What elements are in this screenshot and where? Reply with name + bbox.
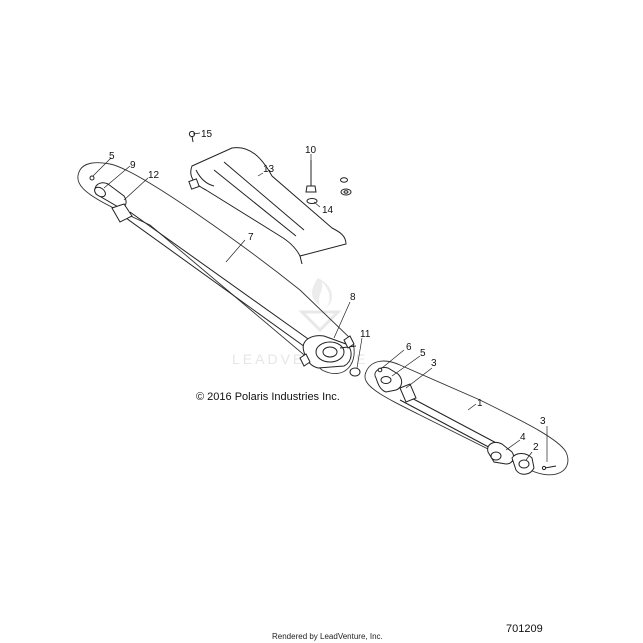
shield-cover-part	[188, 147, 347, 265]
leader-lines	[92, 132, 548, 462]
callout-14: 14	[322, 205, 334, 216]
callout-8: 9	[130, 160, 136, 171]
callout-10: 10	[305, 145, 317, 156]
copyright-text: © 2016 Polaris Industries Inc.	[196, 391, 340, 403]
footer-credit: Rendered by LeadVenture, Inc.	[272, 632, 383, 641]
callout-13: 15	[201, 129, 213, 140]
callout-9: 11	[360, 329, 371, 340]
snap-ring-part-9	[349, 367, 361, 377]
rear-prop-shaft-part	[374, 367, 535, 475]
callout-4: 5	[420, 348, 426, 359]
diagram-number: 701209	[506, 623, 543, 635]
callout-1: 1	[477, 398, 483, 409]
callout-5-front: 5	[109, 151, 115, 162]
callout-labels: 15 13 10 14 5 9 12 7 8 11 6 5 3 1 4 2 3	[109, 129, 546, 453]
callout-11: 3	[540, 416, 546, 427]
callout-15: 13	[263, 164, 275, 175]
callout-2: 2	[533, 442, 539, 453]
callout-12: 12	[148, 170, 160, 181]
pin-part-11	[541, 465, 557, 471]
bolt-part-10	[305, 160, 317, 193]
callout-3-lower: 4	[520, 432, 526, 443]
front-prop-shaft-part	[89, 175, 319, 353]
rear-shaft-group-outline	[364, 360, 569, 476]
callout-7: 8	[350, 292, 356, 303]
washer-part-14	[306, 177, 352, 204]
callout-3-upper: 3	[431, 358, 437, 369]
callout-5-rear: 6	[406, 342, 412, 353]
center-bearing-part-7	[299, 335, 357, 369]
front-shaft-group-outline	[77, 162, 355, 375]
screw-part-13	[188, 130, 196, 143]
callout-6: 7	[248, 232, 254, 243]
